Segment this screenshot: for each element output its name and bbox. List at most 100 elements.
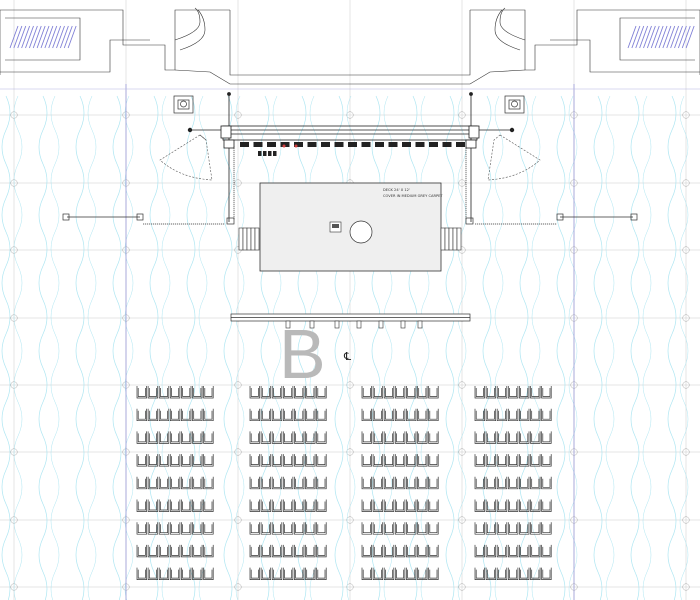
- chair: [417, 522, 428, 535]
- chair: [417, 454, 428, 467]
- chair: [541, 522, 552, 535]
- window-hatch-right: [627, 25, 695, 49]
- chair: [372, 454, 384, 467]
- chair: [394, 567, 406, 580]
- chair: [428, 431, 439, 444]
- chair: [372, 499, 384, 512]
- chair: [181, 499, 192, 512]
- chair: [271, 499, 283, 512]
- speaker-left: [173, 95, 194, 114]
- chair: [192, 499, 203, 512]
- chair: [406, 408, 417, 422]
- chair: [496, 522, 508, 535]
- chair: [507, 454, 519, 467]
- lighting-truss: [187, 92, 515, 222]
- chair: [507, 476, 519, 490]
- chair: [203, 386, 214, 399]
- chair: [417, 499, 428, 512]
- chair: [282, 499, 294, 512]
- chair: [541, 454, 552, 467]
- chair: [428, 544, 439, 558]
- chair: [406, 454, 417, 467]
- chair: [361, 522, 372, 535]
- chair: [485, 544, 497, 558]
- stage-deck: DECK 24' X 12' COVER IN MEDIUM GREY CARP…: [238, 182, 462, 272]
- chair: [282, 431, 294, 444]
- chair: [316, 522, 327, 535]
- chair: [541, 544, 552, 558]
- chair: [474, 522, 485, 535]
- chair: [305, 408, 316, 422]
- chair: [260, 408, 272, 422]
- chair: [417, 386, 428, 399]
- chair: [181, 567, 192, 580]
- chair: [485, 431, 497, 444]
- chair: [507, 567, 519, 580]
- chair: [519, 431, 530, 444]
- chair: [260, 544, 272, 558]
- chair: [372, 567, 384, 580]
- chair: [530, 476, 541, 490]
- chair: [136, 431, 147, 444]
- chair: [394, 499, 406, 512]
- light-beam-left: [159, 134, 213, 181]
- chair: [136, 544, 147, 558]
- chair: [406, 386, 417, 399]
- chair: [417, 567, 428, 580]
- chair: [203, 522, 214, 535]
- chair: [249, 499, 260, 512]
- chair: [485, 454, 497, 467]
- chair: [530, 567, 541, 580]
- chair: [474, 544, 485, 558]
- chair: [203, 499, 214, 512]
- chair: [147, 386, 159, 399]
- chair: [169, 567, 181, 580]
- chair: [158, 544, 170, 558]
- chair: [530, 386, 541, 399]
- chair: [519, 499, 530, 512]
- chair: [316, 476, 327, 490]
- front-fixtures: [285, 320, 423, 329]
- seating-area: [136, 386, 552, 580]
- chair: [496, 386, 508, 399]
- chair: [181, 522, 192, 535]
- chair: [169, 454, 181, 467]
- chair: [181, 386, 192, 399]
- chair: [541, 499, 552, 512]
- chair: [169, 408, 181, 422]
- stage-note-finish: COVER IN MEDIUM GREY CARPET: [383, 194, 443, 198]
- chair: [249, 544, 260, 558]
- chair: [519, 454, 530, 467]
- chair: [147, 544, 159, 558]
- chair: [203, 408, 214, 422]
- chair: [428, 408, 439, 422]
- chair: [428, 476, 439, 490]
- chair: [192, 476, 203, 490]
- chair: [271, 476, 283, 490]
- chair: [136, 567, 147, 580]
- chair: [260, 454, 272, 467]
- chair: [271, 522, 283, 535]
- chair: [474, 386, 485, 399]
- chair: [294, 544, 305, 558]
- chair: [147, 522, 159, 535]
- chair: [394, 454, 406, 467]
- chair: [474, 476, 485, 490]
- chair: [474, 431, 485, 444]
- chair: [282, 567, 294, 580]
- chair: [507, 499, 519, 512]
- chair: [316, 567, 327, 580]
- chair: [181, 431, 192, 444]
- chair: [305, 431, 316, 444]
- chair: [192, 431, 203, 444]
- side-tracks: [62, 146, 638, 225]
- chair: [271, 386, 283, 399]
- chair: [249, 454, 260, 467]
- chair: [271, 567, 283, 580]
- chair: [394, 544, 406, 558]
- chair: [181, 544, 192, 558]
- chair: [136, 499, 147, 512]
- chair: [428, 567, 439, 580]
- chair: [428, 454, 439, 467]
- chair: [305, 522, 316, 535]
